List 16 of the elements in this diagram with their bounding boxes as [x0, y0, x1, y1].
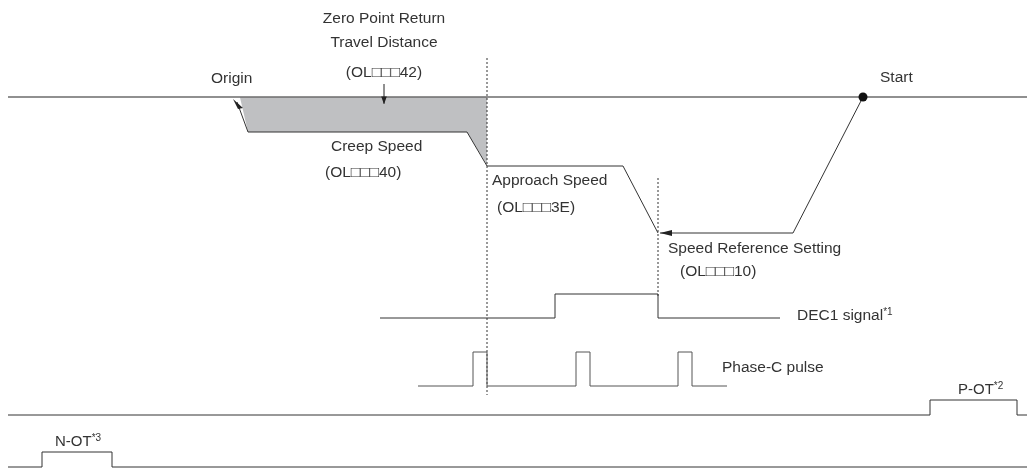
signal-label: (OL□□□3E)	[497, 198, 576, 216]
signal-label: DEC1 signal$^{*1}$	[797, 306, 893, 324]
signal-label: Origin	[211, 69, 253, 87]
shaded-area	[240, 97, 487, 165]
annotation-text: Zero Point Return Travel Distance	[321, 8, 447, 52]
signal-label: Phase-C pulse	[722, 358, 824, 376]
leader-arrow	[381, 83, 387, 105]
annotation-text: (OL□□□42)	[345, 62, 423, 82]
signal-label: Approach Speed	[492, 171, 608, 189]
signal-label: Speed Reference Setting	[668, 239, 842, 257]
signal-label: Creep Speed	[331, 137, 423, 155]
signal-label: (OL□□□10)	[680, 262, 757, 280]
signal-label: P-OT$^{*2}$	[958, 381, 1004, 398]
signal-label: Start	[880, 68, 913, 86]
signal-label: (OL□□□40)	[325, 163, 402, 181]
signal-label: N-OT$^{*3}$	[55, 433, 102, 450]
